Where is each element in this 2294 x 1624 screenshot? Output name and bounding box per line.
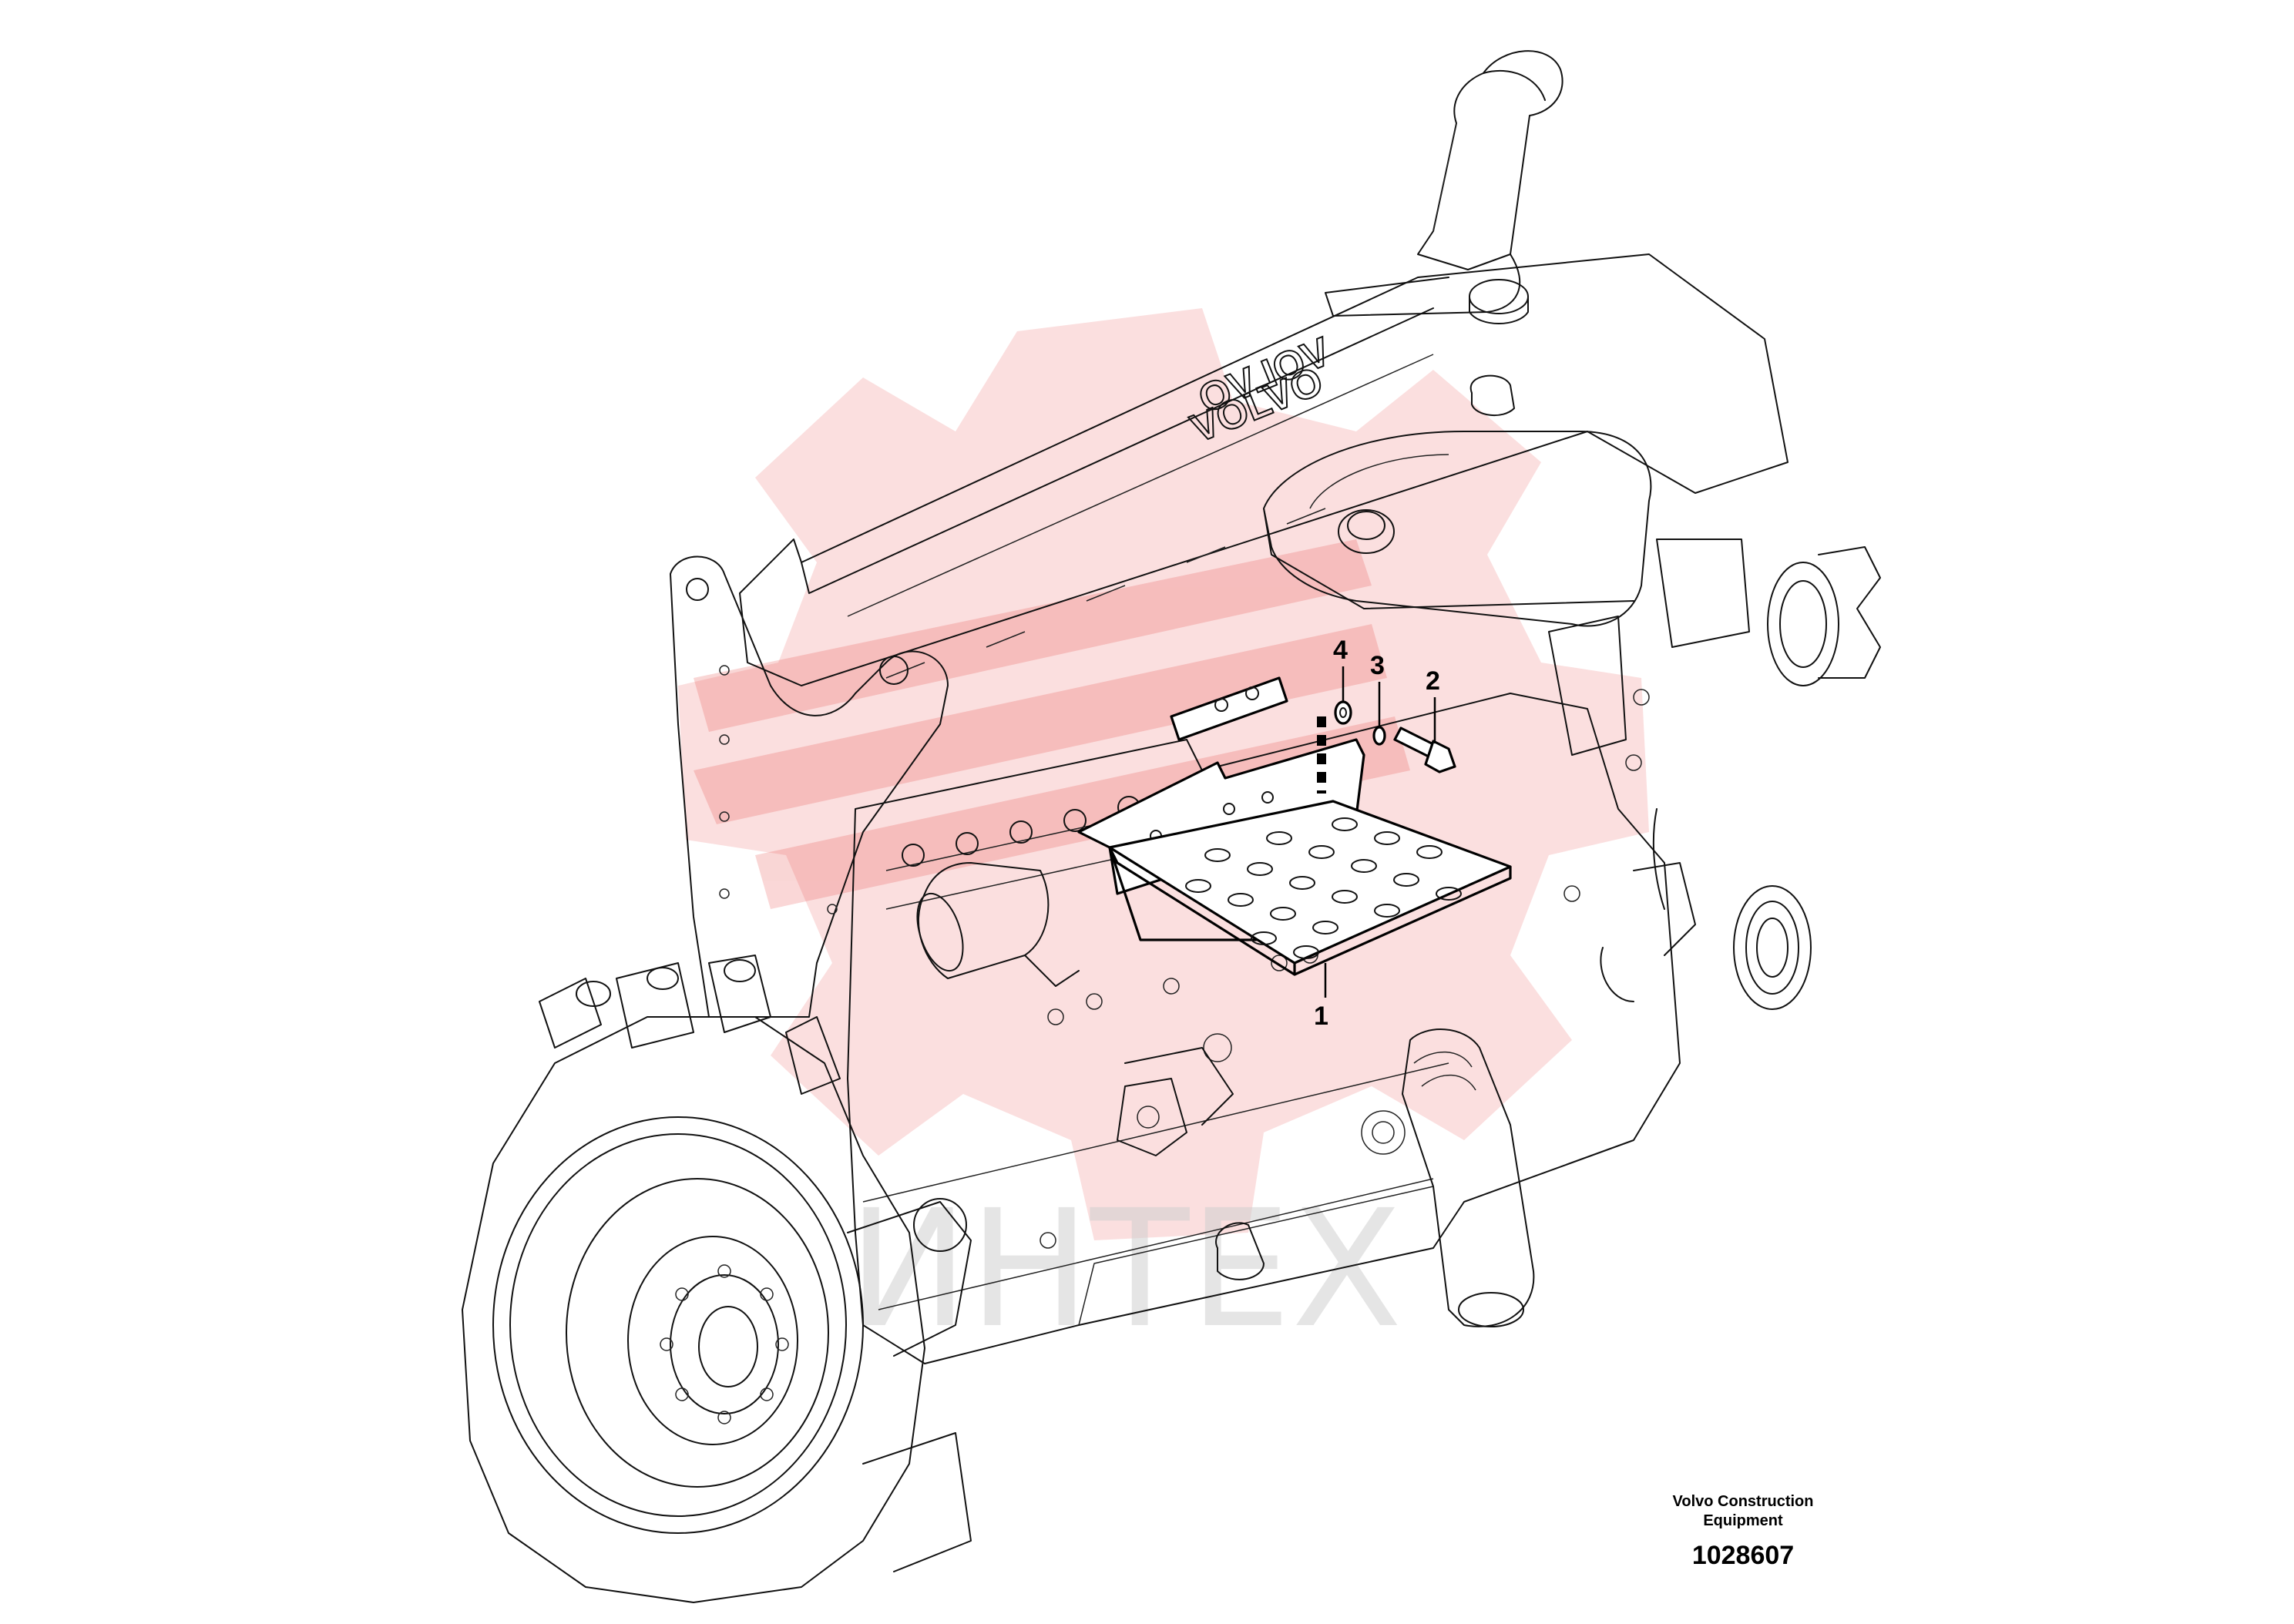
callout-2: 2	[1426, 666, 1440, 743]
aux-pump-area	[539, 955, 841, 1095]
front-pulleys	[1548, 539, 1881, 1010]
callout-4: 4	[1333, 636, 1348, 701]
watermark-text: ИНТЕХ	[848, 1175, 1402, 1364]
brand-line-1: Volvo Construction	[1673, 1493, 1814, 1510]
mounting-bracket-assembly	[1077, 676, 1512, 976]
flywheel-housing	[462, 1016, 972, 1603]
callout-3: 3	[1370, 651, 1385, 727]
coolant-hose	[1402, 1028, 1535, 1327]
oil-filter	[916, 862, 1080, 987]
callout-label-1: 1	[1314, 1002, 1328, 1031]
figure-number: 1028607	[1692, 1541, 1794, 1570]
callout-label-4: 4	[1333, 636, 1348, 665]
callout-label-3: 3	[1370, 651, 1385, 680]
intake-pipe	[1325, 50, 1563, 317]
brand-line-2: Equipment	[1703, 1512, 1783, 1529]
expansion-tank	[1263, 374, 1652, 627]
callout-label-2: 2	[1426, 666, 1440, 696]
callout-1: 1	[1314, 963, 1328, 1031]
watermark-logo	[678, 308, 1649, 1240]
lifting-bracket	[670, 555, 949, 1018]
